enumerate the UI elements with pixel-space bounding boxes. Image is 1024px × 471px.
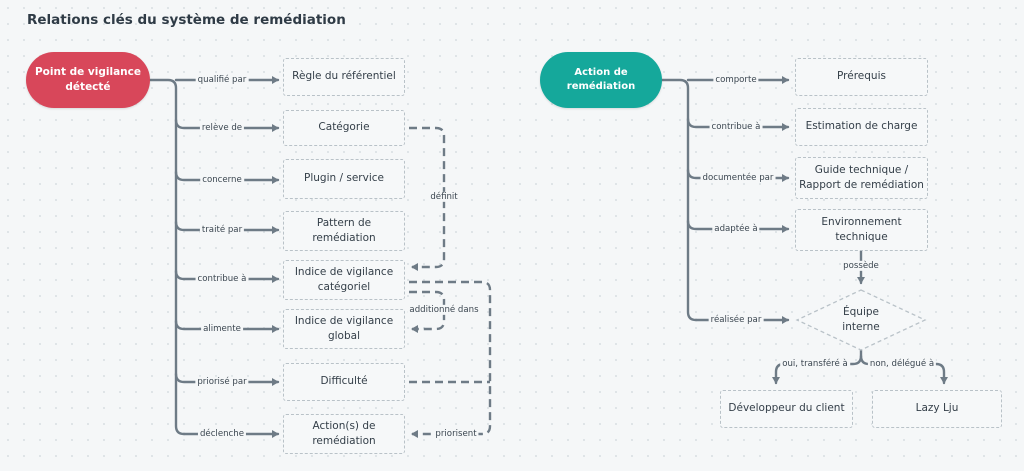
edge-label: contribue à — [709, 121, 763, 133]
left-edge-4 — [174, 220, 280, 234]
decision-diamond — [795, 289, 927, 351]
edge-label: adaptée à — [712, 223, 760, 235]
node-categorie: Catégorie — [283, 110, 405, 146]
node-environnement-technique: Environnement technique — [795, 209, 928, 251]
edge-label: contribue à — [195, 273, 249, 285]
node-developpeur-client: Développeur du client — [720, 390, 853, 428]
edge-label: documentée par — [700, 172, 776, 184]
node-pattern-remediation: Pattern de remédiation — [283, 211, 405, 251]
root-point-de-vigilance: Point de vigilance détecté — [26, 52, 150, 108]
branch-label-no: non, délégué à — [867, 358, 937, 370]
edge-label-definit: définit — [428, 191, 460, 203]
left-trunk — [148, 78, 186, 436]
left-edge-2 — [174, 118, 280, 132]
node-difficulte: Difficulté — [283, 363, 405, 401]
node-estimation-charge: Estimation de charge — [795, 108, 928, 146]
node-indice-categoriel: Indice de vigilance catégoriel — [283, 260, 405, 300]
left-edge-3 — [174, 170, 280, 184]
node-prerequis: Prérequis — [795, 58, 928, 96]
edge-label-priorisent: priorisent — [433, 428, 479, 440]
edge-label: relève de — [199, 122, 245, 134]
edge-label: réalisée par — [708, 314, 764, 326]
right-edge-4 — [686, 219, 790, 233]
cross-edge-definit — [409, 126, 446, 271]
edge-label: traité par — [199, 224, 245, 236]
node-actions-remediation: Action(s) de remédiation — [283, 414, 405, 454]
node-guide-technique: Guide technique / Rapport de remédiation — [795, 157, 928, 199]
edge-label-additionne: additionné dans — [407, 304, 481, 316]
edge-label: qualifié par — [195, 74, 249, 86]
left-edge-7 — [174, 372, 280, 386]
edge-label: déclenche — [197, 428, 247, 440]
left-edge-5 — [174, 269, 280, 283]
root-action-remediation: Action de remédiation — [540, 52, 662, 108]
branch-label-yes: oui, transféré à — [780, 358, 850, 370]
node-indice-global: Indice de vigilance global — [283, 309, 405, 349]
right-edge-2 — [686, 117, 790, 131]
edge-label: comporte — [713, 74, 759, 86]
node-plugin-service: Plugin / service — [283, 159, 405, 199]
right-edge-3 — [686, 168, 790, 182]
diagram-title: Relations clés du système de remédiation — [27, 12, 346, 28]
edge-label: concerne — [200, 174, 244, 186]
edge-label: alimente — [201, 323, 243, 335]
node-lazy-lju: Lazy Lju — [872, 390, 1002, 428]
decision-label: Équipe interne — [842, 305, 880, 333]
left-edge-6 — [174, 319, 280, 333]
edge-label-possede: possède — [841, 260, 881, 272]
node-regle-referentiel: Règle du référentiel — [283, 58, 405, 96]
right-trunk — [658, 78, 698, 322]
cross-edge-additionne — [409, 290, 446, 333]
edge-label: priorisé par — [195, 376, 249, 388]
